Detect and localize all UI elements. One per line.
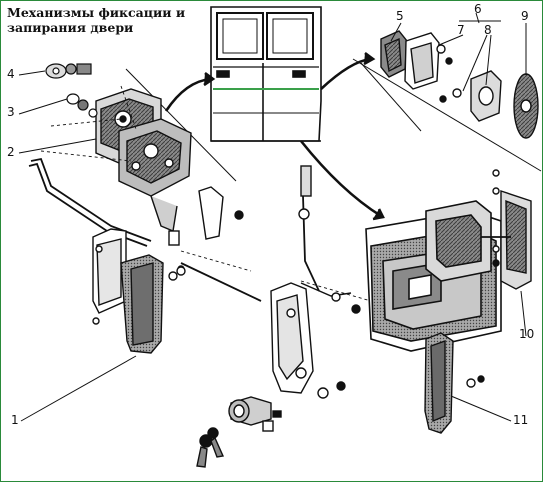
top-right-parts — [380, 20, 539, 139]
callout-9: 9 — [521, 9, 529, 23]
outer-handle-housing — [365, 200, 502, 352]
small-parts-3-4 — [45, 63, 98, 118]
callout-4: 4 — [7, 67, 15, 81]
callout-5: 5 — [396, 9, 404, 23]
outer-handle-lever-11 — [424, 332, 485, 434]
callout-7: 7 — [457, 23, 465, 37]
inner-handle-1 — [92, 228, 185, 354]
callout-8: 8 — [484, 23, 492, 37]
title-line-1: Механизмы фиксации и — [7, 5, 186, 20]
callout-11: 11 — [513, 413, 529, 427]
callout-2: 2 — [7, 145, 15, 159]
van-door-overview — [210, 6, 322, 142]
center-linkage — [168, 165, 320, 292]
lock-housing — [95, 88, 192, 232]
separator-lines — [125, 58, 542, 182]
pointer-arrows — [164, 51, 385, 221]
callout-1: 1 — [11, 413, 19, 427]
callout-6: 6 — [474, 2, 482, 16]
callout-3: 3 — [7, 105, 15, 119]
leader-lines — [18, 12, 527, 422]
title-line-2: запирания двери — [7, 20, 134, 35]
callout-10: 10 — [519, 327, 535, 341]
lower-lock-mechanism — [270, 282, 361, 399]
assembly-dashed-lines — [40, 85, 372, 302]
diagram-title: Механизмы фиксации и запирания двери — [7, 5, 217, 35]
key-cylinder — [196, 396, 282, 468]
right-bracket-10 — [481, 169, 532, 290]
